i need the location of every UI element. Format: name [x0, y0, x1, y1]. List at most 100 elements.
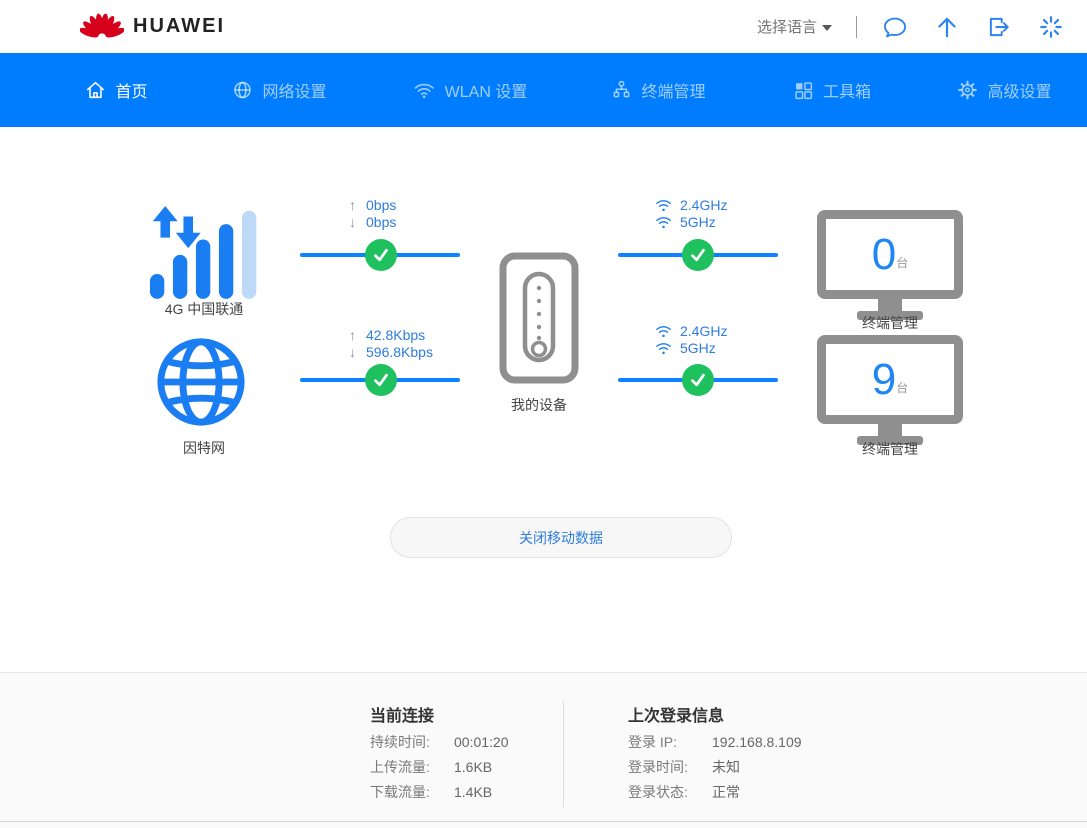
wifi-bands-1: 2.4GHz 5GHz: [655, 197, 727, 231]
wifi-band-label: 5GHz: [680, 340, 716, 356]
stat-label: 登录状态:: [628, 783, 688, 800]
stat-value: 未知: [712, 758, 740, 775]
download-speed: 0bps: [366, 214, 397, 230]
chevron-down-icon: [822, 24, 832, 31]
download-speed: 596.8Kbps: [366, 344, 433, 360]
stat-label: 登录时间:: [628, 758, 688, 775]
stat-value: 00:01:20: [454, 733, 509, 750]
router-device-icon: [499, 252, 579, 384]
wifi-icon: [656, 199, 671, 211]
cellular-signal-icon: [149, 205, 257, 299]
huawei-logo: HUAWEI: [80, 10, 225, 43]
stat-value: 1.6KB: [454, 758, 493, 775]
clients-label-1[interactable]: 终端管理: [862, 315, 918, 331]
nav-item-advanced-settings[interactable]: 高级设置: [956, 78, 1052, 102]
nav-item-wlan-settings[interactable]: WLAN 设置: [413, 78, 528, 102]
monitor-screen: 9 台: [817, 335, 963, 424]
stat-label: 登录 IP:: [628, 733, 678, 750]
gear-icon: [958, 80, 977, 100]
wifi-bands-2: 2.4GHz 5GHz: [655, 323, 727, 357]
wifi-icon: [414, 83, 434, 98]
link-ok-check-icon-1: [365, 239, 397, 271]
nav-item-device-management[interactable]: 终端管理: [610, 78, 706, 102]
link-ok-check-icon-4: [682, 364, 714, 396]
monitor-stand: [878, 424, 902, 436]
internet-globe-icon: [157, 338, 245, 426]
monitor-stand: [878, 299, 902, 311]
cellular-label: 4G 中国联通: [164, 301, 244, 317]
header-divider: [856, 15, 857, 38]
client-count: 9: [871, 354, 897, 404]
stat-row-login-time: 登录时间: 未知: [628, 754, 802, 779]
nav-item-toolbox[interactable]: 工具箱: [793, 78, 871, 102]
brand-wordmark: HUAWEI: [133, 15, 225, 37]
stat-row-login-status: 登录状态: 正常: [628, 779, 802, 804]
wifi-band-label: 2.4GHz: [680, 323, 728, 339]
monitor-base: [857, 436, 923, 445]
my-device-label: 我的设备: [511, 397, 567, 413]
stat-row-login-ip: 登录 IP: 192.168.8.109: [628, 729, 802, 754]
clients-monitor-1[interactable]: 0 台: [817, 210, 963, 320]
nav-item-label: 高级设置: [987, 84, 1052, 101]
stat-row-duration: 持续时间: 00:01:20: [370, 729, 509, 754]
stat-row-download: 下载流量: 1.4KB: [370, 779, 509, 804]
nav-item-home[interactable]: 首页: [84, 78, 148, 102]
stat-label: 上传流量:: [370, 758, 430, 775]
link-speeds-2: ↑ 42.8Kbps ↓ 596.8Kbps: [346, 327, 433, 361]
wifi-icon: [656, 216, 671, 228]
upload-arrow-icon: ↑: [349, 197, 356, 213]
stat-label: 持续时间:: [370, 733, 430, 750]
wifi-band-label: 5GHz: [680, 214, 716, 230]
link-speeds-1: ↑ 0bps ↓ 0bps: [346, 197, 396, 231]
client-count: 0: [871, 229, 897, 279]
stat-label: 下载流量:: [370, 783, 430, 800]
client-count-unit: 台: [896, 381, 909, 395]
last-login-stats: 登录 IP: 192.168.8.109 登录时间: 未知 登录状态: 正常: [628, 729, 802, 804]
link-ok-check-icon-2: [365, 364, 397, 396]
stat-value: 192.168.8.109: [712, 733, 802, 750]
devices-tree-icon: [613, 80, 630, 98]
header-actions: 选择语言: [757, 13, 1065, 41]
nav-item-label: 工具箱: [822, 84, 872, 101]
logout-icon[interactable]: [985, 13, 1013, 41]
current-connection-title: 当前连接: [370, 708, 435, 725]
home-topology-panel: 4G 中国联通 因特网 ↑ 0bps ↓ 0bps ↑ 42.8Kbps ↓ 596.8…: [0, 127, 1087, 672]
stat-value: 1.4KB: [454, 783, 493, 800]
page-bottom-divider: [0, 821, 1087, 822]
upload-speed: 0bps: [366, 197, 397, 213]
huawei-flower-icon: [80, 13, 124, 38]
stat-row-upload: 上传流量: 1.6KB: [370, 754, 509, 779]
clients-label-2[interactable]: 终端管理: [862, 441, 918, 457]
status-footer: 当前连接 持续时间: 00:01:20 上传流量: 1.6KB 下载流量: 1.…: [0, 672, 1087, 828]
link-ok-check-icon-3: [682, 239, 714, 271]
current-connection-stats: 持续时间: 00:01:20 上传流量: 1.6KB 下载流量: 1.4KB: [370, 729, 509, 804]
client-count-unit: 台: [896, 256, 909, 270]
nav-item-label: WLAN 设置: [444, 84, 528, 101]
footer-divider: [563, 701, 564, 807]
download-arrow-icon: ↓: [349, 344, 356, 360]
toolbox-grid-icon: [795, 81, 813, 99]
loading-icon[interactable]: [1037, 13, 1065, 41]
upload-arrow-icon: ↑: [349, 327, 356, 343]
last-login-title: 上次登录信息: [628, 708, 725, 725]
globe-icon: [234, 81, 251, 99]
upload-speed: 42.8Kbps: [366, 327, 426, 343]
upload-icon[interactable]: [933, 13, 961, 41]
chat-icon[interactable]: [881, 13, 909, 41]
clients-monitor-2[interactable]: 9 台: [817, 335, 963, 445]
stat-value: 正常: [712, 783, 740, 800]
nav-item-network-settings[interactable]: 网络设置: [231, 78, 327, 102]
wifi-icon: [656, 342, 671, 354]
internet-label: 因特网: [183, 440, 225, 456]
wifi-icon: [656, 325, 671, 337]
monitor-base: [857, 311, 923, 320]
nav-item-label: 首页: [115, 84, 148, 101]
top-header: HUAWEI 选择语言: [0, 0, 1087, 53]
download-arrow-icon: ↓: [349, 214, 356, 230]
home-icon: [86, 81, 105, 99]
toggle-mobile-data-button[interactable]: 关闭移动数据: [390, 517, 732, 558]
nav-item-label: 网络设置: [262, 84, 327, 101]
language-selector[interactable]: 选择语言: [757, 16, 832, 37]
wifi-band-label: 2.4GHz: [680, 197, 728, 213]
nav-item-label: 终端管理: [641, 84, 706, 101]
